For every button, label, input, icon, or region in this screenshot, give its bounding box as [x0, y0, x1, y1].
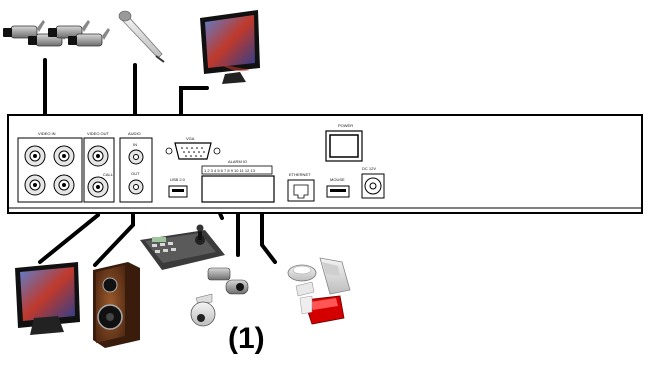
audio-out-label: OUT	[131, 171, 140, 176]
bnc-connector	[24, 145, 75, 196]
power-label: POWER	[338, 123, 353, 128]
speaker-icon	[93, 262, 140, 348]
mouse-port: MOUSE	[326, 177, 350, 198]
dc-power-jack: DC 12V	[361, 166, 385, 199]
ethernet-label: ETHERNET	[289, 172, 311, 177]
ethernet-port: ETHERNET	[287, 172, 315, 202]
rca-connector	[128, 149, 144, 195]
alarm-sensor-icon	[287, 257, 351, 297]
audio-label: AUDIO	[128, 131, 141, 136]
video-in-group: VIDEO IN	[17, 131, 83, 203]
vga-monitor-icon	[200, 10, 260, 84]
cable-alarm-3	[260, 203, 277, 264]
dvr-back-panel: VIDEO IN VIDEO OUT CALL AUDIO IN OUT	[7, 114, 643, 214]
vga-label: VGA	[186, 136, 195, 141]
audio-in-label: IN	[133, 142, 137, 147]
usb-label: USB 2.0	[170, 177, 186, 182]
usb-port: USB 2.0	[168, 177, 188, 198]
dc-label: DC 12V	[362, 166, 376, 171]
vga-port: VGA	[165, 136, 221, 160]
alarm-label: ALARM IO	[228, 159, 247, 164]
ptz-dome-camera-icon	[190, 267, 249, 327]
video-out-sub-label: CALL	[103, 172, 114, 177]
alarm-pin-numbers: 1 2 3 4 5 6 7 8 9 10 11 12 13	[204, 168, 256, 173]
cctv-camera-icon	[3, 20, 110, 47]
bnc-connector	[87, 145, 109, 198]
figure-caption: (1)	[228, 322, 265, 355]
power-switch: POWER	[325, 123, 363, 162]
video-monitor-icon	[15, 262, 80, 335]
video-out-group: VIDEO OUT CALL	[83, 131, 115, 203]
mouse-label: MOUSE	[330, 177, 345, 182]
ptz-keyboard-icon	[140, 224, 225, 270]
alarm-io-terminal: ALARM IO 1 2 3 4 5 6 7 8 9 10 11 12 13	[201, 159, 275, 203]
video-out-label: VIDEO OUT	[87, 131, 110, 136]
microphone-icon	[118, 10, 165, 63]
video-in-label: VIDEO IN	[38, 131, 56, 136]
siren-icon	[299, 295, 345, 325]
audio-group: AUDIO IN OUT	[119, 131, 153, 203]
